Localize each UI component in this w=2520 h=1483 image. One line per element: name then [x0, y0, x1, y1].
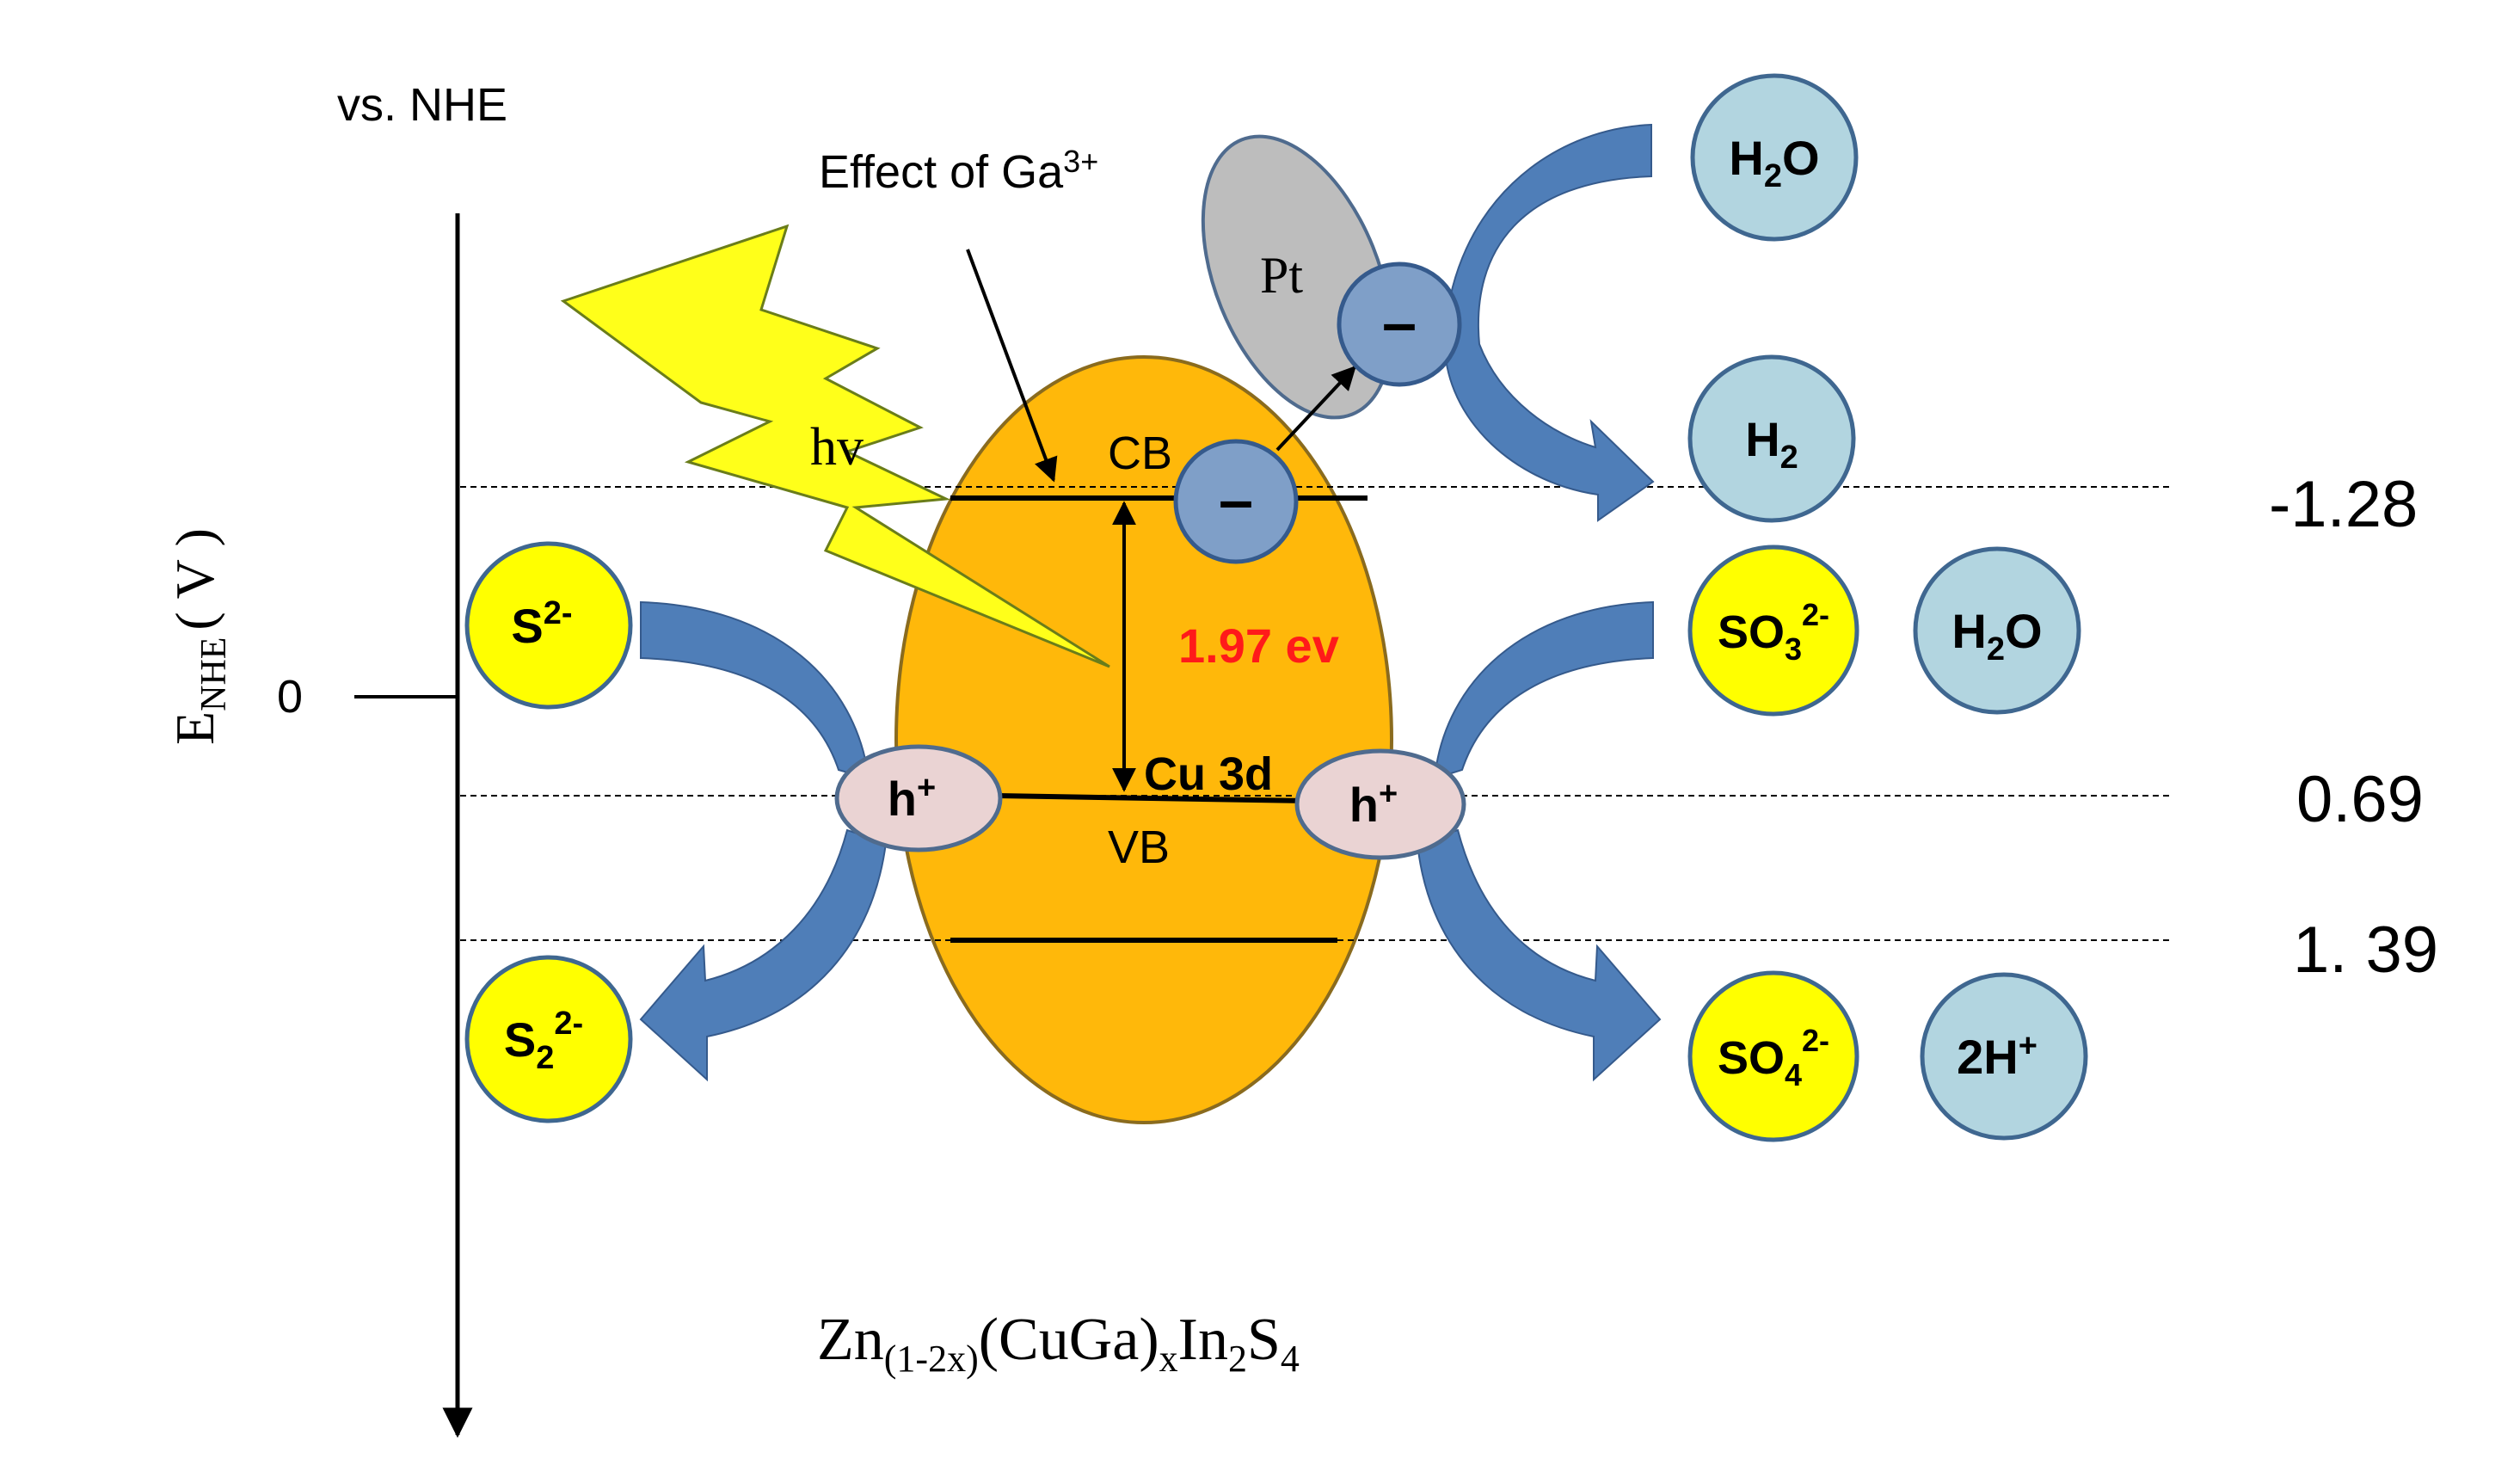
species-2h-plus: 2H+ — [1920, 972, 2088, 1141]
s2minus-base: S — [511, 599, 543, 653]
zero-label: 0 — [277, 671, 303, 723]
s2-2minus-sup: 2- — [554, 1006, 583, 1042]
svg-text:S22-: S22- — [504, 1006, 583, 1076]
svg-text:H2O: H2O — [1729, 131, 1819, 194]
svg-text:h+: h+ — [888, 770, 936, 826]
svg-text:ENHE( V ): ENHE ( V ) — [164, 528, 234, 745]
formula-p1: Zn — [817, 1307, 884, 1373]
so3-base: SO — [1718, 606, 1785, 658]
hole-to-s2-2minus-arrow — [639, 828, 888, 1082]
h2o-mid-base: H — [1951, 604, 1986, 658]
so3-sup: 2- — [1802, 597, 1829, 632]
formula-s2: x — [1159, 1338, 1178, 1380]
h2o-top-tail: O — [1782, 131, 1820, 185]
lightning-bolt — [560, 224, 1110, 668]
vb-label: VB — [1108, 821, 1170, 873]
h2o-top-base: H — [1729, 131, 1763, 185]
species-h2o-top: H2O — [1690, 73, 1859, 242]
svg-text:H2: H2 — [1745, 412, 1798, 476]
band-gap-value: 1.97 ev — [1178, 618, 1339, 673]
electron-transfer-arrow — [1275, 365, 1356, 452]
so4-sub: 4 — [1785, 1057, 1802, 1092]
svg-text:SO32-: SO32- — [1718, 597, 1829, 667]
formula-p4: S — [1247, 1307, 1281, 1373]
s2-2minus-sub: 2 — [536, 1040, 554, 1076]
h2-base: H — [1745, 412, 1779, 466]
s2minus-hole-arrow — [640, 600, 870, 780]
h-plus-base: 2H — [1957, 1030, 2019, 1084]
formula-s4: 4 — [1281, 1338, 1300, 1380]
electron-pt-symbol: – — [1382, 289, 1417, 358]
electron-cb: – — [1173, 439, 1299, 564]
cb-label: CB — [1108, 428, 1172, 479]
formula-s1: (1-2x) — [884, 1338, 979, 1380]
species-h2: H2 — [1687, 354, 1856, 523]
h-plus-sup: + — [2019, 1028, 2038, 1064]
formula-s3: 2 — [1228, 1338, 1247, 1380]
svg-text:2H+: 2H+ — [1957, 1028, 2038, 1084]
h2o-mid-tail: O — [2005, 604, 2043, 658]
cb-level-value: -1.28 — [2269, 468, 2418, 541]
svg-text:h+: h+ — [1349, 776, 1398, 832]
h2-sub: 2 — [1780, 440, 1798, 476]
formula-p3: In — [1178, 1307, 1228, 1373]
species-so4: SO42- — [1687, 970, 1859, 1142]
catalyst-formula: Zn(1-2x)(CuGa)xIn2S4 — [817, 1307, 1300, 1380]
photon-label: hv — [810, 418, 864, 477]
s2-2minus-base: S — [504, 1012, 536, 1067]
hole-right-sup: + — [1379, 776, 1398, 812]
hole-right: h+ — [1294, 748, 1466, 860]
electron-pt: – — [1337, 262, 1462, 387]
hole-left: h+ — [834, 744, 1003, 852]
electron-cb-symbol: – — [1219, 466, 1253, 535]
effect-arrow — [966, 249, 1058, 483]
reference-label: vs. NHE — [337, 79, 507, 131]
so4-sup: 2- — [1802, 1023, 1829, 1058]
so3-sub: 3 — [1785, 631, 1802, 667]
axis-title-sub: NHE — [194, 637, 234, 711]
so3-hole-arrow — [1433, 600, 1654, 780]
s2minus-sup: 2- — [544, 595, 573, 631]
species-h2o-mid: H2O — [1913, 546, 2081, 715]
formula-p2: (CuGa) — [979, 1307, 1159, 1373]
species-s2minus: S2- — [464, 541, 633, 710]
vb-edge — [997, 793, 1308, 803]
hole-right-base: h — [1349, 778, 1379, 832]
effect-label-sup: 3+ — [1063, 144, 1098, 179]
svg-text:H2O: H2O — [1951, 604, 2042, 668]
effect-label: Effect of Ga3+ — [819, 144, 1098, 198]
axis-title: ENHE ( V ) — [164, 528, 234, 745]
h2o-mid-sub: 2 — [1987, 631, 2005, 668]
hole-left-base: h — [888, 772, 917, 826]
cu3d-label: Cu 3d — [1144, 748, 1273, 800]
axis-title-unit: ( V ) — [164, 528, 225, 631]
pt-label: Pt — [1260, 247, 1303, 304]
deep-level-value: 1. 39 — [2293, 914, 2438, 987]
axis-title-main: E — [164, 711, 225, 745]
svg-text:SO42-: SO42- — [1718, 1023, 1829, 1092]
vb-level-value: 0.69 — [2296, 763, 2424, 836]
h2o-top-sub: 2 — [1764, 158, 1782, 194]
effect-label-text: Effect of Ga — [819, 146, 1064, 198]
h2o-to-h2-arrow — [1443, 123, 1655, 522]
hole-to-so4-arrow — [1416, 828, 1662, 1082]
species-s2-2minus: S22- — [464, 955, 633, 1123]
so4-base: SO — [1718, 1032, 1785, 1084]
svg-text:S2-: S2- — [511, 595, 572, 653]
hole-left-sup: + — [917, 770, 936, 806]
species-so3: SO32- — [1687, 545, 1859, 717]
